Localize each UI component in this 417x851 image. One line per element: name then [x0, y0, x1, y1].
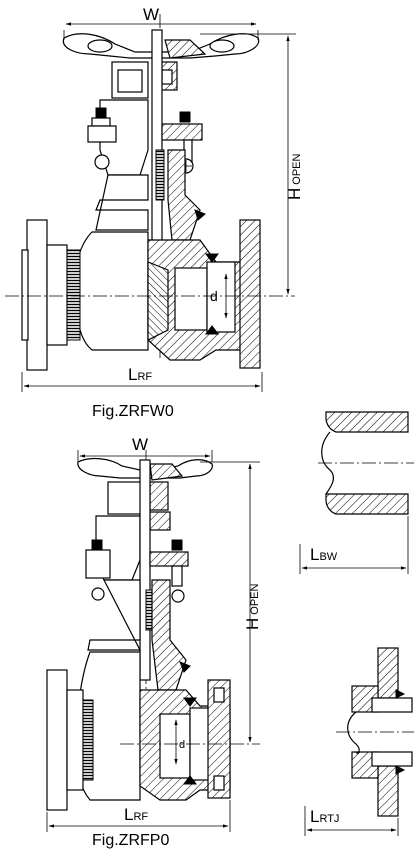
handwheel-b — [77, 457, 213, 481]
gland-bolts-b — [85, 539, 189, 603]
stem-b — [139, 459, 151, 681]
packing — [155, 149, 165, 201]
figure-b-bore-label: d — [179, 739, 185, 751]
figure-a-length-label: LRF — [128, 365, 152, 384]
yoke — [99, 61, 178, 176]
figure-b-length-label: LRF — [124, 805, 148, 824]
stem — [151, 29, 163, 261]
figure-zrfw0 — [5, 14, 296, 392]
bonnet — [95, 149, 206, 241]
figure-a-width-label: W — [143, 5, 159, 24]
figure-a-height-label: HOPEN — [285, 153, 304, 200]
detail-ring-joint — [304, 647, 414, 836]
gland-bolts — [87, 107, 203, 174]
bonnet-b — [87, 579, 191, 691]
figure-zrfp0 — [46, 450, 260, 832]
figure-b-width-label: W — [132, 435, 148, 454]
figure-a-caption: Fig.ZRFW0 — [92, 403, 174, 420]
figure-b-caption: Fig.ZRFP0 — [92, 832, 169, 849]
valve-body-b — [46, 651, 231, 811]
figure-b-height-label: HOPEN — [243, 583, 262, 630]
detail-rtj-length-label: LRTJ — [310, 807, 339, 826]
valve-body — [21, 219, 261, 371]
detail-butt-weld — [299, 411, 414, 574]
figure-a-bore-label: d — [210, 288, 218, 304]
detail-bw-length-label: LBW — [310, 545, 338, 564]
